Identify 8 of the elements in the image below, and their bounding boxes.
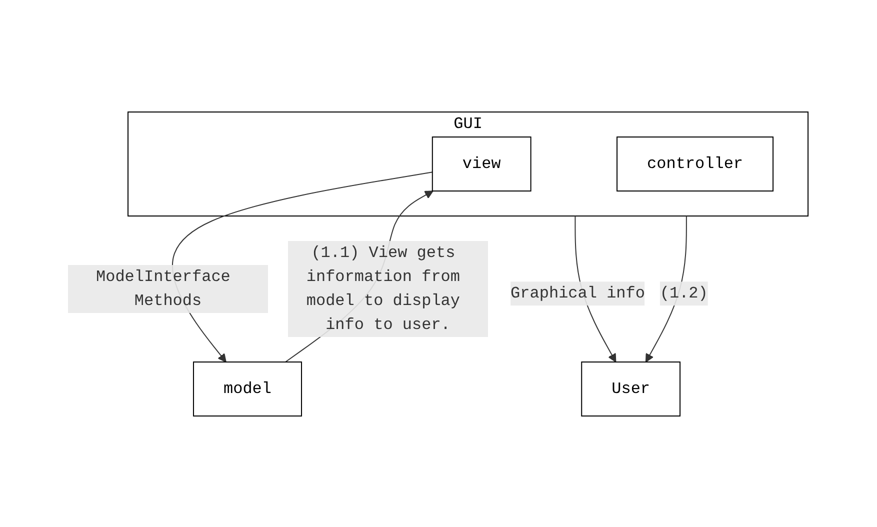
node-box: User (582, 361, 681, 416)
edge-label: ModelInterface Methods (96, 268, 231, 310)
edge-label: (1.2) (660, 284, 708, 302)
node-box: view (432, 136, 532, 191)
node-box: controller (617, 136, 774, 191)
node-box: model (193, 361, 302, 416)
edge-label: (1.1) View gets information from model to display info to user. (306, 244, 460, 334)
edge-label: Graphical info (511, 284, 646, 302)
